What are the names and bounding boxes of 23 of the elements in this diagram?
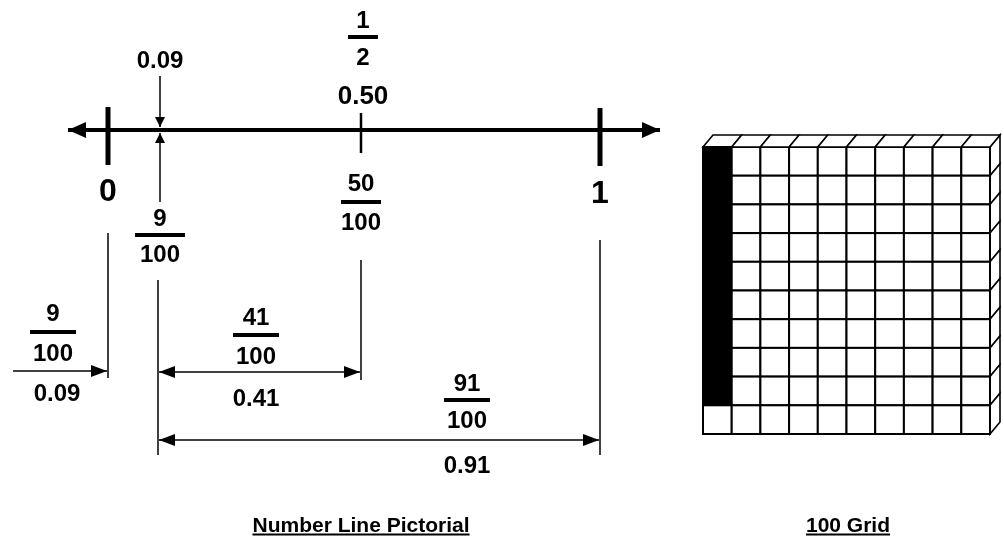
number-label: 50 <box>347 171 375 195</box>
number-label: 100 <box>447 408 487 432</box>
number-label: 41 <box>242 305 270 329</box>
number-label: 100 <box>341 210 381 234</box>
number-label: 100 <box>33 341 73 365</box>
number-label: 91 <box>453 371 481 395</box>
number-label: 0.09 <box>136 48 184 72</box>
leader-arrow <box>155 132 165 203</box>
number-label: 0 <box>99 174 117 206</box>
leader-arrow <box>155 75 165 128</box>
number-label: 100 <box>140 242 180 266</box>
number-label: 0.41 <box>232 386 280 410</box>
caption: Number Line Pictorial <box>252 513 470 535</box>
number-label: 9 <box>46 301 60 325</box>
number-label: 0.09 <box>33 381 81 405</box>
number-label: 0.50 <box>337 82 389 108</box>
number-label: 2 <box>356 45 370 69</box>
number-label: 0.91 <box>443 453 491 477</box>
number-label: 9 <box>153 206 167 230</box>
number-label: 1 <box>356 8 370 32</box>
number-label: 1 <box>591 176 609 208</box>
caption: 100 Grid <box>806 513 890 535</box>
number-label: 100 <box>236 344 276 368</box>
